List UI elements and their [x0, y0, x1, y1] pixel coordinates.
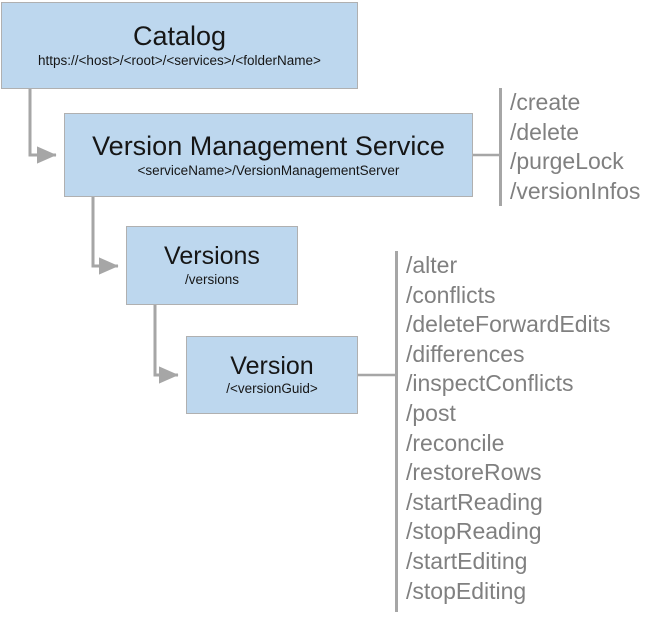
operation-item[interactable]: /startEditing [406, 547, 528, 574]
node-versions-title: Versions [164, 242, 260, 271]
operation-item[interactable]: /deleteForwardEdits [406, 311, 611, 338]
node-version-title: Version [230, 351, 314, 380]
operation-item[interactable]: /differences [406, 340, 525, 367]
node-versions[interactable]: Versions /versions [126, 226, 298, 305]
node-catalog-subtitle: https://<host>/<root>/<services>/<folder… [38, 53, 321, 69]
node-version[interactable]: Version /<versionGuid> [186, 336, 358, 414]
node-version-management-service-title: Version Management Service [92, 130, 445, 161]
operation-item[interactable]: /reconcile [406, 429, 505, 456]
operation-item[interactable]: /conflicts [406, 281, 496, 308]
operation-item[interactable]: /alter [406, 252, 458, 278]
operation-list-version-management-service: /create/delete/purgeLock/versionInfos [510, 88, 640, 206]
node-catalog-title: Catalog [132, 21, 227, 52]
operation-list-version: /alter/conflicts/deleteForwardEdits/diff… [406, 251, 611, 606]
node-versions-subtitle: /versions [184, 271, 240, 287]
operation-item[interactable]: /create [510, 89, 581, 115]
operation-item[interactable]: /purgeLock [510, 148, 624, 175]
connector-catalog-to-vms [28, 89, 57, 164]
node-version-subtitle: /<versionGuid> [226, 381, 318, 397]
node-version-management-service[interactable]: Version Management Service <serviceName>… [64, 113, 473, 197]
node-catalog[interactable]: Catalog https://<host>/<root>/<services>… [1, 2, 358, 89]
operation-item[interactable]: /stopReading [406, 518, 542, 545]
operation-item[interactable]: /delete [510, 118, 580, 145]
connector-versions-to-version [153, 305, 179, 384]
operation-item[interactable]: /versionInfos [510, 177, 641, 204]
operation-item[interactable]: /inspectConflicts [406, 370, 574, 397]
connector-vms-to-versions [91, 197, 119, 275]
operation-item[interactable]: /stopEditing [406, 577, 527, 604]
operation-item[interactable]: /restoreRows [406, 459, 542, 486]
operation-item[interactable]: /startReading [406, 488, 543, 515]
operation-item[interactable]: /post [406, 399, 456, 426]
node-version-management-service-subtitle: <serviceName>/VersionManagementServer [137, 162, 400, 178]
